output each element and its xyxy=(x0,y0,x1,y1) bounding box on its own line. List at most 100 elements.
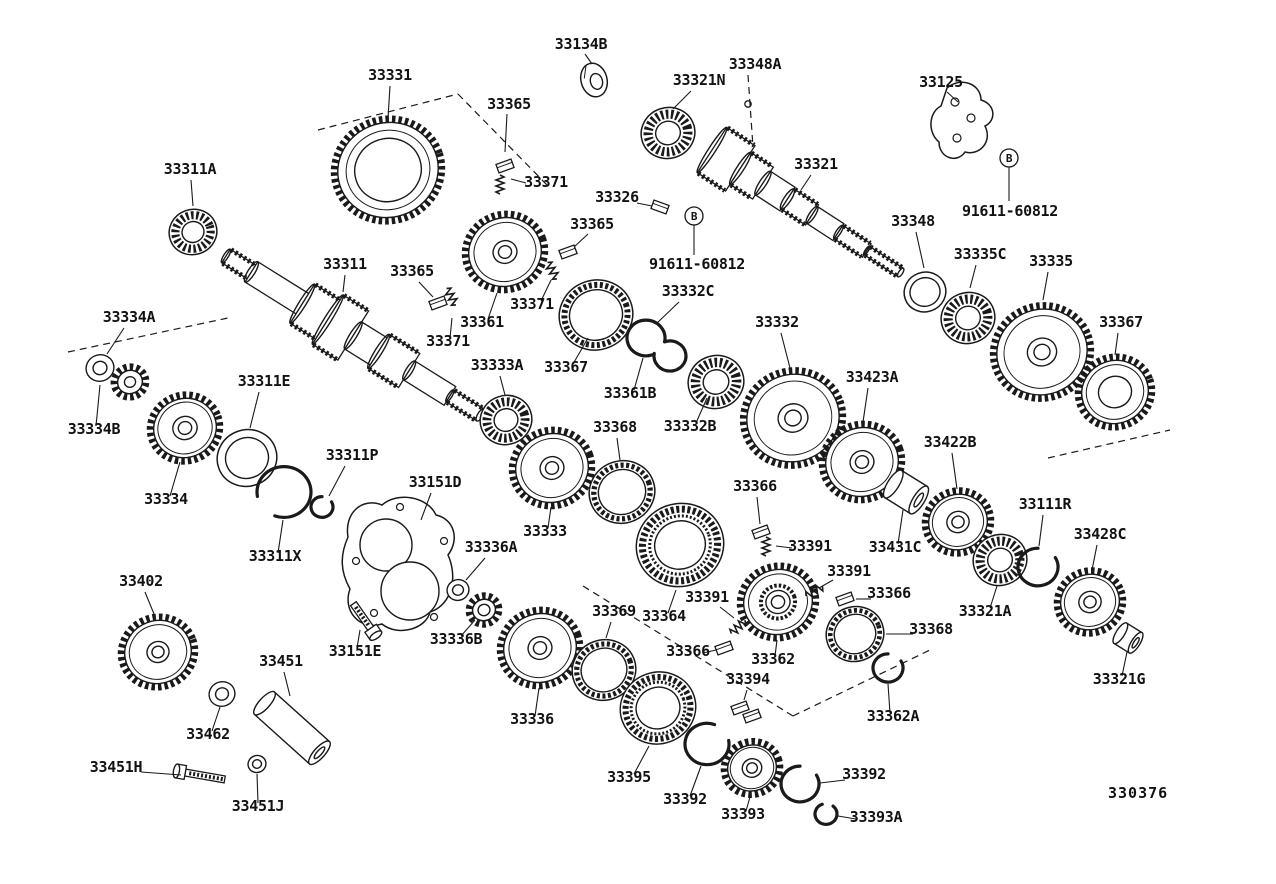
spring-figure xyxy=(804,583,824,599)
part-label: 33394 xyxy=(726,670,770,688)
gear-figure xyxy=(330,115,446,225)
part-label: 33367 xyxy=(1099,313,1143,331)
part-label: 33334 xyxy=(144,490,188,508)
bolt-figure xyxy=(349,600,383,642)
part-label: 33431C xyxy=(869,538,921,556)
gear-figure xyxy=(989,302,1095,402)
part-label: 33366 xyxy=(666,642,710,660)
shift-key-figure xyxy=(730,700,750,716)
part-label: 33393 xyxy=(721,805,765,823)
part-label: 33392 xyxy=(842,765,886,783)
snap-ring-figure xyxy=(871,652,905,684)
part-label: 33336A xyxy=(465,538,518,556)
part-label: 33334A xyxy=(103,308,156,326)
part-label: 33368 xyxy=(909,620,953,638)
part-label: 33333A xyxy=(471,356,524,374)
spring-figure xyxy=(493,174,507,195)
part-label: 33364 xyxy=(642,607,686,625)
part-label: 33321 xyxy=(794,155,838,173)
gasket-plate-figure xyxy=(341,496,455,632)
part-label: 33332 xyxy=(755,313,799,331)
part-label: 33392 xyxy=(663,790,707,808)
snap-ring-figure xyxy=(813,802,839,826)
snap-ring-figure xyxy=(309,495,335,519)
part-label: 33311E xyxy=(238,372,291,390)
shift-key-figure xyxy=(558,244,578,260)
part-label: 33321N xyxy=(673,71,726,89)
labels-layer: 33134B333313336533321N33348A3312533311A3… xyxy=(68,35,1146,826)
bolt-figure xyxy=(172,763,227,784)
gear-figure xyxy=(720,737,784,799)
part-label: 33134B xyxy=(555,35,608,53)
part-label: 33311X xyxy=(249,547,302,565)
part-label: 33151E xyxy=(329,642,382,660)
synchro-ring-figure xyxy=(558,279,634,351)
callout-b-badge: B xyxy=(691,210,698,223)
washer-figure xyxy=(208,680,236,708)
part-label: 33348 xyxy=(891,212,935,230)
shaft-figure xyxy=(696,125,905,279)
part-label: 33321A xyxy=(959,602,1012,620)
spring-figure xyxy=(443,287,459,307)
part-label: 33423A xyxy=(846,368,899,386)
snap-ring-figure xyxy=(1016,546,1060,588)
part-label: 33326 xyxy=(595,188,639,206)
part-label: 33451H xyxy=(90,758,143,776)
shift-key-figure xyxy=(835,591,855,607)
bearing-figure xyxy=(640,106,696,160)
shift-key-figure xyxy=(650,199,670,215)
gear-figure xyxy=(1053,567,1127,637)
part-label: 33335C xyxy=(954,245,1006,263)
part-label: 33362 xyxy=(751,650,795,668)
part-label: 33366 xyxy=(733,477,777,495)
part-label: 33428C xyxy=(1074,525,1126,543)
part-label: 33335 xyxy=(1029,252,1073,270)
part-label: 33332B xyxy=(664,417,717,435)
shift-key-figure xyxy=(751,524,771,540)
part-label: 33333 xyxy=(523,522,567,540)
part-label: 33451J xyxy=(232,797,284,815)
part-label: 33371 xyxy=(524,173,568,191)
part-label: 33371 xyxy=(510,295,554,313)
part-label: 33365 xyxy=(390,262,434,280)
bearing-figure xyxy=(972,533,1028,587)
bracket-figure xyxy=(930,81,994,160)
callout-b-badge: B xyxy=(1006,152,1013,165)
shaft-figure xyxy=(220,247,486,423)
part-label: 33334B xyxy=(68,420,121,438)
gear-figure xyxy=(117,613,199,691)
part-label: 33369 xyxy=(592,602,636,620)
shift-key-figure xyxy=(742,708,762,724)
part-label: 33391 xyxy=(827,562,871,580)
cylinder-figure xyxy=(1112,622,1144,654)
gear-figure xyxy=(508,426,596,510)
washer-figure xyxy=(85,354,115,382)
shift-key-figure xyxy=(428,295,448,311)
spring-figure xyxy=(759,536,773,557)
snap-ring-figure xyxy=(652,339,688,373)
gear-figure xyxy=(110,363,150,401)
part-label: 33331 xyxy=(368,66,412,84)
part-label: 33462 xyxy=(186,725,230,743)
part-label: 33311A xyxy=(164,160,217,178)
part-label: 33311 xyxy=(323,255,367,273)
leader-lines-layer xyxy=(95,53,1128,820)
synchro-ring-figure xyxy=(571,638,637,702)
part-label: 33393A xyxy=(850,808,903,826)
part-label: 33336 xyxy=(510,710,554,728)
synchro-ring-figure xyxy=(903,271,947,313)
part-label: 33366 xyxy=(867,584,911,602)
bearing-figure xyxy=(940,291,996,345)
diagram-number: 330376 xyxy=(1108,784,1169,802)
gear-figure xyxy=(146,391,224,465)
part-label: 33391 xyxy=(788,537,832,555)
synchro-ring-figure xyxy=(635,502,725,588)
gear-figure xyxy=(921,487,995,557)
cap-figure xyxy=(579,62,609,98)
cylinder-figure xyxy=(252,690,332,766)
spring-figure xyxy=(728,619,748,635)
part-label: 33395 xyxy=(607,768,651,786)
dashed-lines-layer xyxy=(67,74,1171,717)
